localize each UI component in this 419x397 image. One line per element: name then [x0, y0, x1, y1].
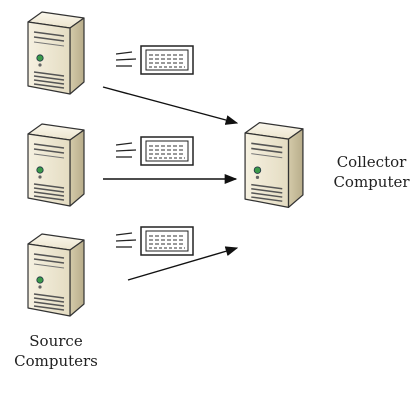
collector-label-line1: Collector [336, 153, 407, 171]
source-server-icon-3 [27, 233, 85, 317]
source-label-line2: Computers [14, 352, 98, 370]
event-document-icon-3 [116, 226, 194, 256]
source-computers-label: Source Computers [0, 331, 112, 371]
collector-computer-label: Collector Computer [324, 152, 419, 192]
source-server-icon-1 [27, 11, 85, 95]
collector-label-line2: Computer [333, 173, 410, 191]
source-server-icon-2 [27, 123, 85, 207]
event-document-icon-1 [116, 45, 194, 75]
arrow-source-1-to-collector [102, 86, 239, 125]
event-document-icon-2 [116, 136, 194, 166]
arrow-source-3-to-collector [127, 246, 239, 281]
source-label-line1: Source [29, 332, 83, 350]
collector-server-icon [244, 121, 304, 209]
